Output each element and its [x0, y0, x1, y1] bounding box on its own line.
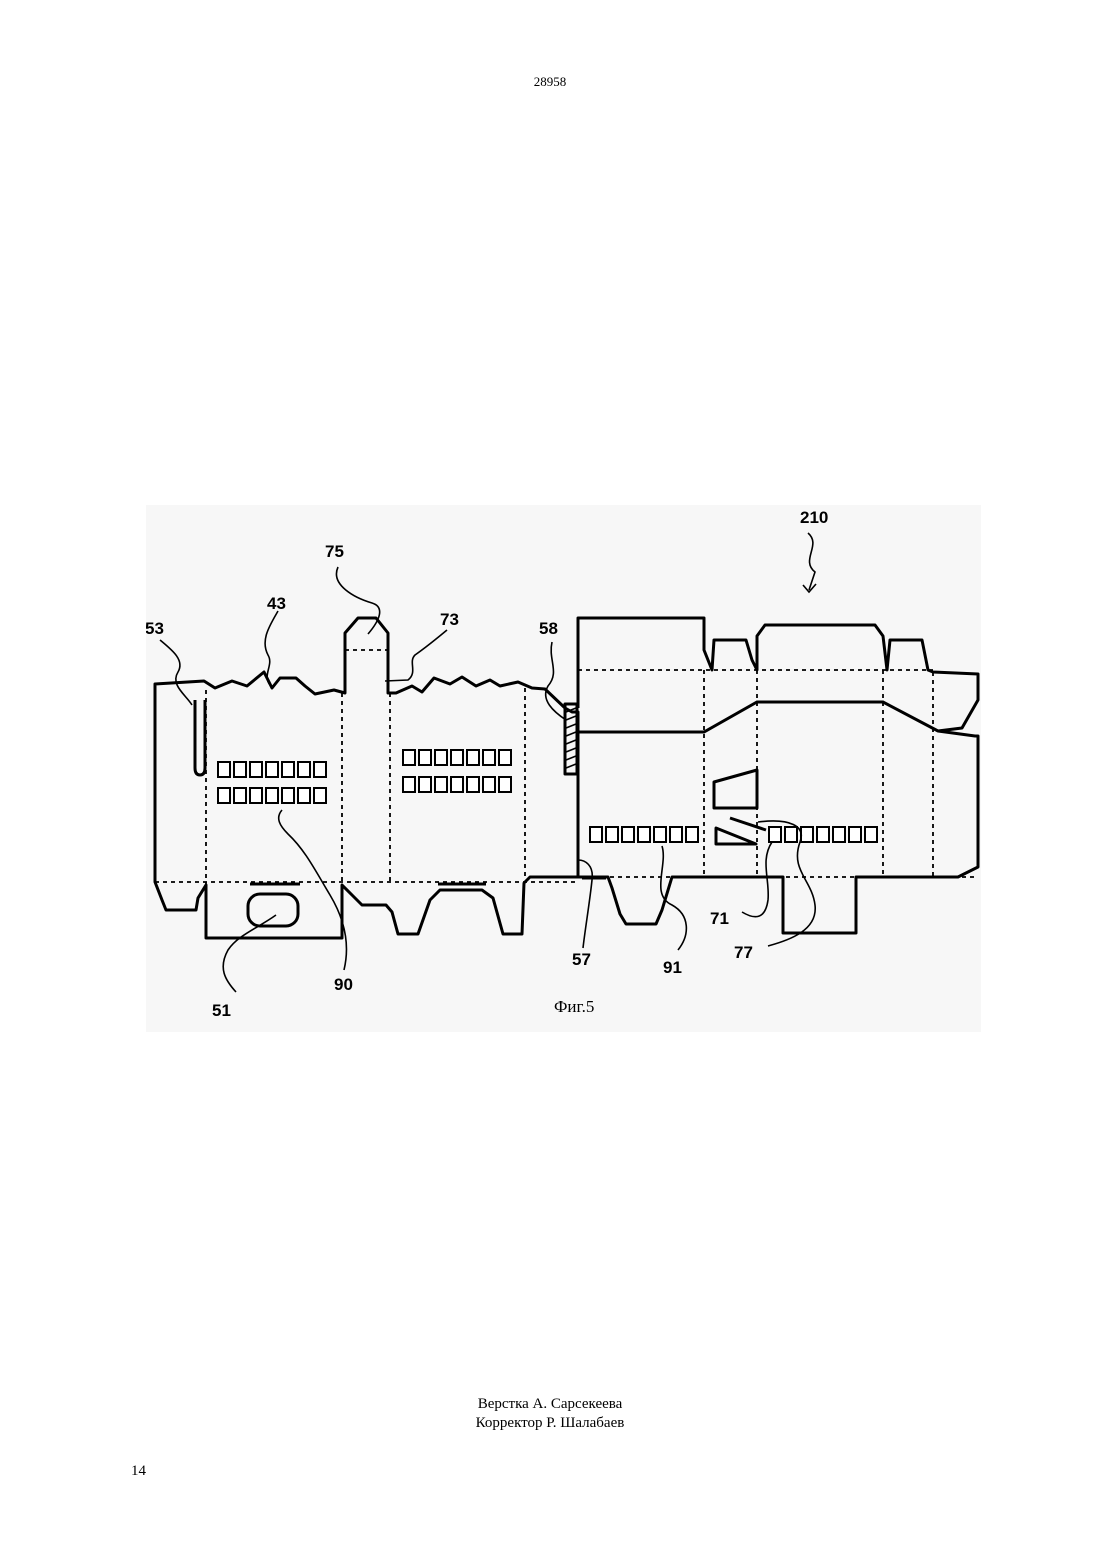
leader-210	[808, 533, 815, 590]
crease-line	[578, 702, 938, 732]
tab-slit	[730, 818, 766, 830]
credits-block: Верстка А. Сарсекеева Корректор Р. Шалаб…	[0, 1395, 1100, 1433]
leader-43	[265, 611, 278, 685]
page-number: 14	[131, 1463, 146, 1480]
ref-43: 43	[267, 594, 286, 613]
ref-57: 57	[572, 950, 591, 969]
ref-210: 210	[800, 508, 828, 527]
leader-90	[279, 810, 347, 970]
document-number: 28958	[0, 74, 1100, 90]
handle-hole-51	[248, 894, 298, 926]
figure-caption: Фиг.5	[554, 997, 594, 1016]
perforation-row-90b	[218, 788, 326, 803]
leader-53	[160, 640, 192, 705]
perforation-row-90a	[218, 762, 326, 777]
ref-51: 51	[212, 1001, 231, 1020]
panel-crease-lines	[250, 702, 938, 884]
perforation-rows	[218, 750, 877, 842]
ref-73: 73	[440, 610, 459, 629]
perforation-row-mid-b	[403, 777, 511, 792]
leader-58	[546, 642, 566, 720]
leader-71	[742, 842, 772, 917]
carton-blank-drawing: 210 75 43 73 53 58 57 91 71 77 90 51 Фиг…	[146, 505, 981, 1032]
glue-strip-58	[565, 704, 577, 774]
ref-53: 53	[146, 619, 164, 638]
glue-hatching	[566, 708, 576, 768]
layout-credit: Верстка А. Сарсекеева	[0, 1395, 1100, 1414]
perforation-row-right	[769, 827, 877, 842]
leader-91	[661, 846, 687, 950]
locking-tab-77	[714, 770, 757, 808]
ref-71: 71	[710, 909, 729, 928]
right-panel-outline	[578, 618, 978, 933]
proofreader-credit: Корректор Р. Шалабаев	[0, 1414, 1100, 1433]
perforation-row-mid-a	[403, 750, 511, 765]
ref-90: 90	[334, 975, 353, 994]
leader-57	[578, 860, 592, 948]
slot-53	[195, 700, 205, 775]
locking-tab-71	[716, 828, 756, 844]
leader-75	[336, 567, 379, 634]
ref-77: 77	[734, 943, 753, 962]
perforation-row-91	[590, 827, 698, 842]
ref-91: 91	[663, 958, 682, 977]
ref-58: 58	[539, 619, 558, 638]
ref-75: 75	[325, 542, 344, 561]
patent-figure: 210 75 43 73 53 58 57 91 71 77 90 51 Фиг…	[146, 505, 981, 1032]
leader-73	[385, 630, 447, 681]
